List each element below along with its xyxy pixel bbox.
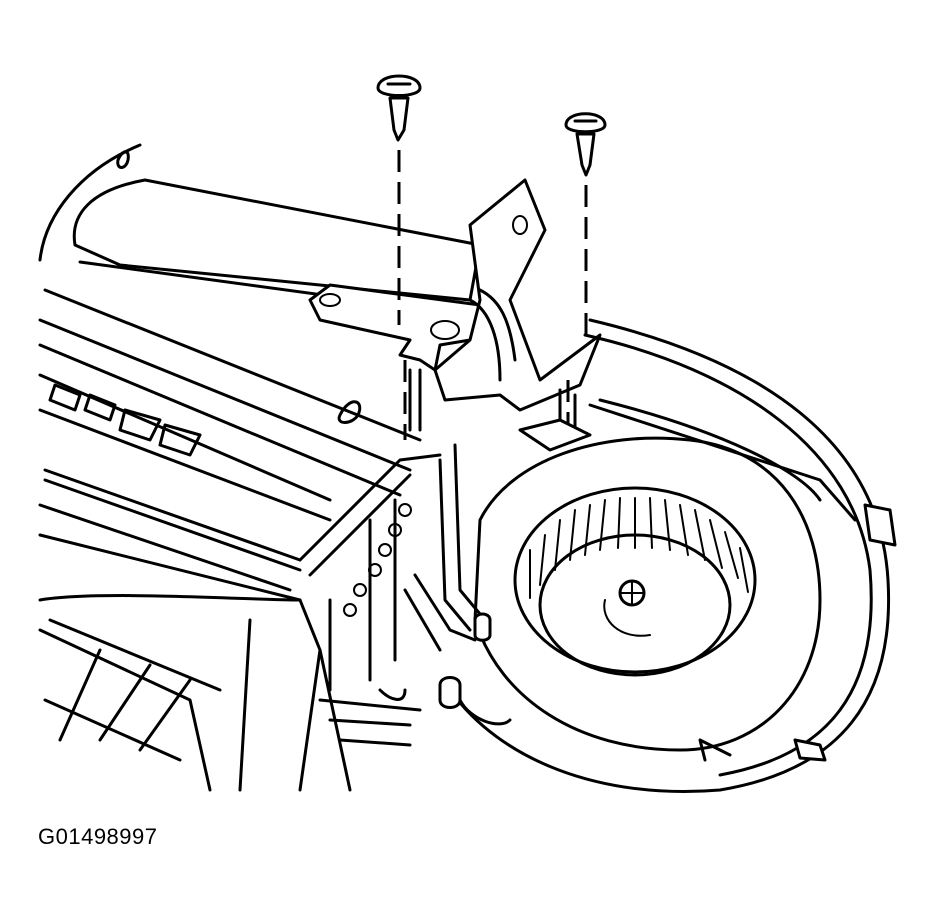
blower-wheel: [513, 486, 757, 677]
mounting-bracket: [308, 178, 602, 652]
screw-right: [564, 112, 607, 425]
screw-left: [376, 74, 422, 440]
figure-code-label: G01498997: [38, 824, 158, 849]
blower-motor-housing: [438, 318, 897, 794]
hvac-module-case: [38, 143, 482, 792]
